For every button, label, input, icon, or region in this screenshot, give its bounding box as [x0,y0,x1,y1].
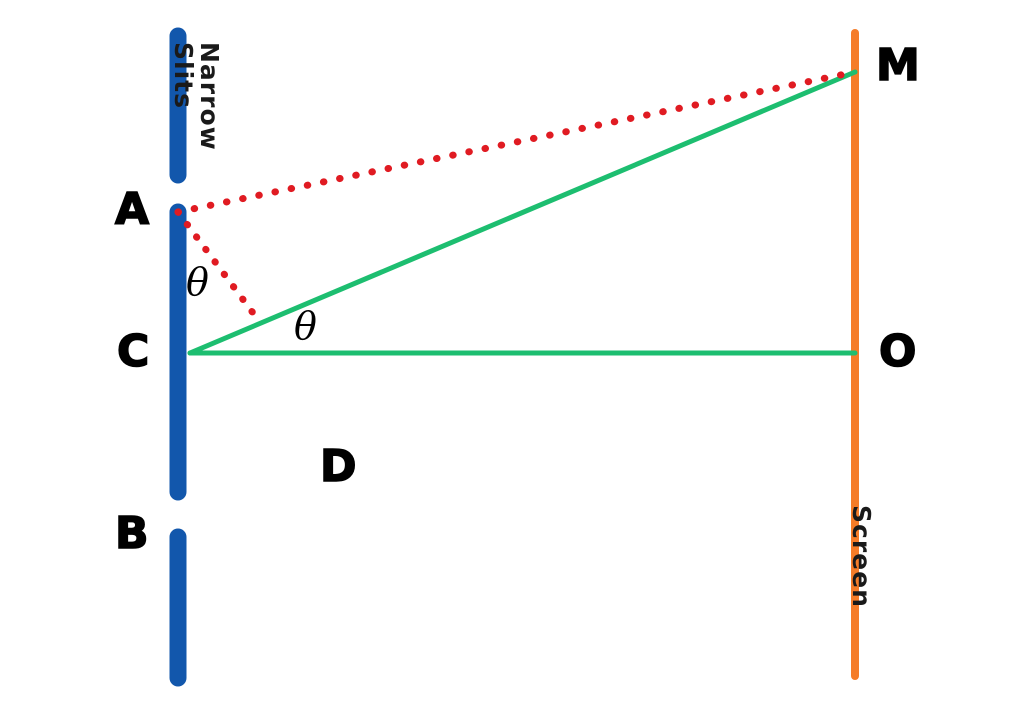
label-point-c: C [116,326,150,377]
label-theta-lower: θ [294,304,317,348]
label-point-b: B [114,508,149,559]
narrow-slits-line-2: Slits [168,42,198,109]
annotation-narrow-slits: Narrow Slits [168,42,224,151]
label-point-a: A [114,184,150,235]
label-point-m: M [875,40,920,91]
path-difference-group [174,68,859,325]
ray-c-to-m [187,69,858,356]
ray-group [187,69,858,356]
label-theta-upper: θ [186,260,209,304]
label-point-d: D [319,441,357,492]
annotation-screen: Screen [847,505,876,608]
label-point-o: O [878,326,917,377]
narrow-slits-line-1: Narrow [195,42,224,151]
path-a-to-m [174,68,859,216]
